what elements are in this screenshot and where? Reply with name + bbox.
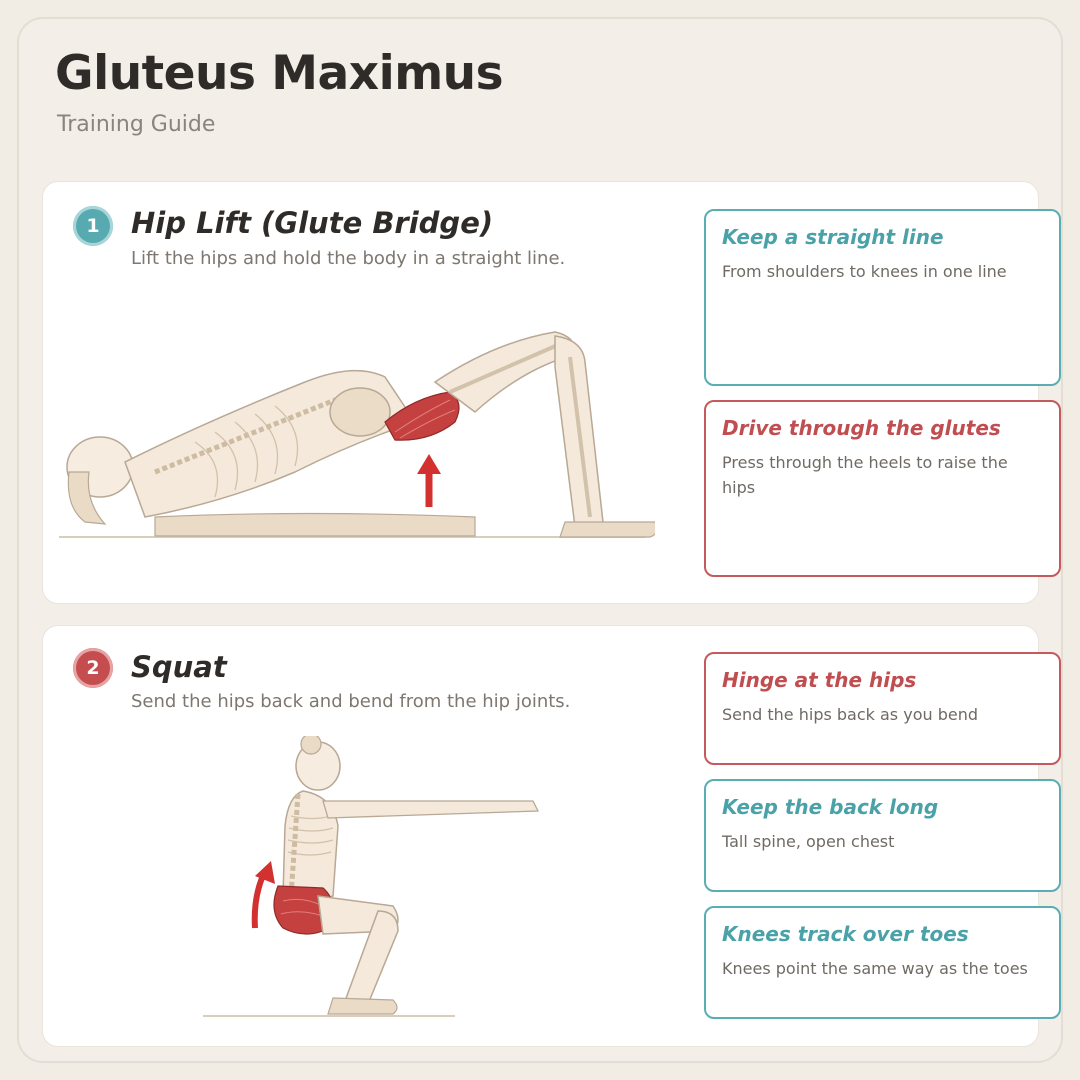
tip-title: Keep a straight line bbox=[722, 225, 944, 249]
tip-title: Knees track over toes bbox=[722, 922, 969, 946]
tip-text: Knees point the same way as the toes bbox=[722, 959, 1028, 978]
tip-card-keep-straight-line: Keep a straight line From shoulders to k… bbox=[704, 209, 1061, 386]
page-subtitle: Training Guide bbox=[57, 112, 216, 137]
exercise-card-hip-lift: 1 Hip Lift (Glute Bridge) Lift the hips … bbox=[42, 181, 1061, 604]
exercise-description: Lift the hips and hold the body in a str… bbox=[131, 248, 566, 269]
exercise-description: Send the hips back and bend from the hip… bbox=[131, 691, 571, 712]
step-number-badge: 2 bbox=[73, 648, 113, 688]
exercise-card-squat: 2 Squat Send the hips back and bend from… bbox=[42, 625, 1061, 1047]
tip-text: Press through the heels to raise the hip… bbox=[722, 453, 1008, 497]
tip-card-hinge-hips: Hinge at the hips Send the hips back as … bbox=[704, 652, 1061, 765]
exercise-title: Hip Lift (Glute Bridge) bbox=[131, 206, 494, 240]
tip-title: Drive through the glutes bbox=[722, 416, 1001, 440]
page-title: Gluteus Maximus bbox=[55, 46, 504, 101]
tip-card-keep-back-long: Keep the back long Tall spine, open ches… bbox=[704, 779, 1061, 892]
glute-bridge-illustration bbox=[59, 331, 655, 538]
step-number-badge: 1 bbox=[73, 206, 113, 246]
tip-text: From shoulders to knees in one line bbox=[722, 262, 1007, 281]
exercise-title: Squat bbox=[131, 650, 227, 684]
tip-text: Tall spine, open chest bbox=[722, 832, 895, 851]
tip-card-knees-over-toes: Knees track over toes Knees point the sa… bbox=[704, 906, 1061, 1019]
squat-illustration bbox=[203, 736, 540, 1017]
tip-title: Hinge at the hips bbox=[722, 668, 917, 692]
tip-text: Send the hips back as you bend bbox=[722, 705, 979, 724]
tip-card-drive-glutes: Drive through the glutes Press through t… bbox=[704, 400, 1061, 577]
tip-title: Keep the back long bbox=[722, 795, 939, 819]
